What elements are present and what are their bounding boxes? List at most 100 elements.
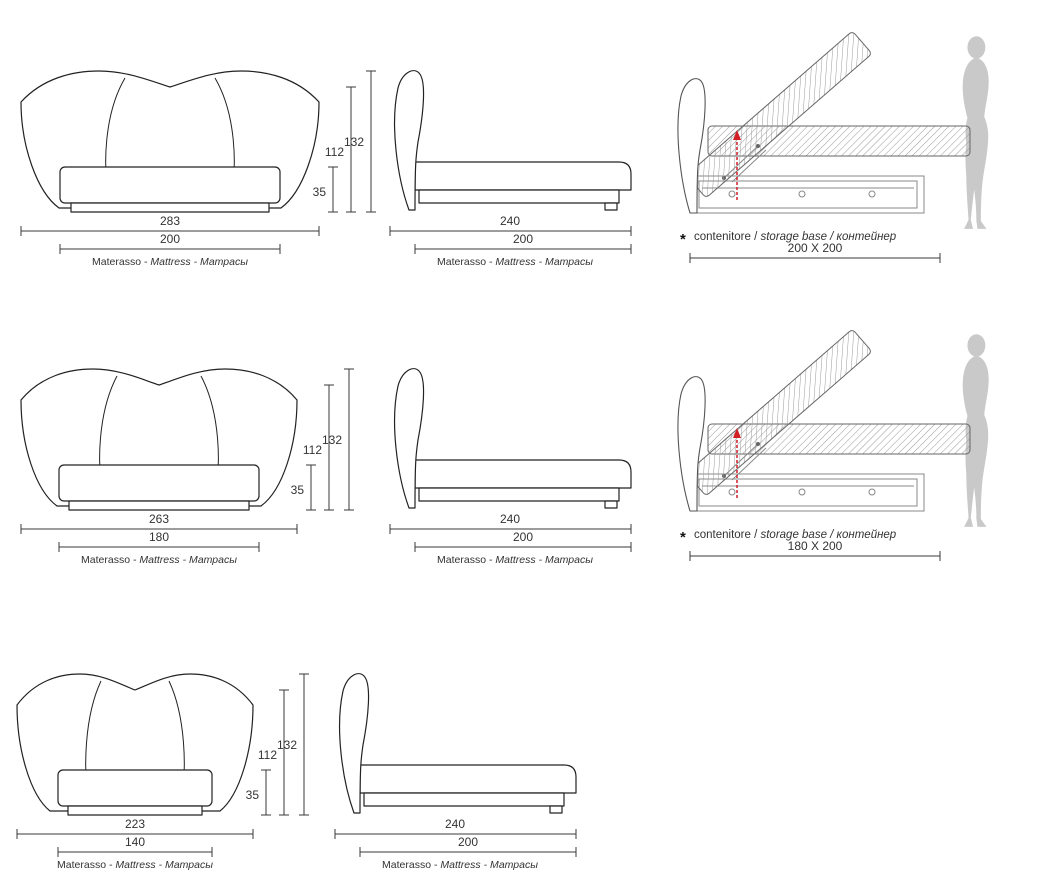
dim-line-mattress-width [57,847,213,857]
caption-italic: Mattress - Матрасы [150,256,248,268]
dim-height-base: 35 [313,185,327,199]
side-bed-drawing [394,70,632,211]
front-view-bed-263: 263 180 Materasso - Mattress - Матрасы 3… [20,368,354,566]
side-view-bed: 240 200 Materasso - Mattress - Матрасы [389,70,632,268]
dim-line-height-base [328,166,338,213]
mattress-caption: Materasso - Mattress - Матрасы [437,554,593,566]
dim-line-height-base [306,464,316,511]
dim-line-footprint [689,253,941,263]
side-bed-drawing [394,368,632,509]
dim-height-upper: 112 [303,443,322,457]
dim-line-outer-width [20,524,298,534]
front-bed-drawing [20,70,320,213]
dim-line-footprint [689,551,941,561]
storage-caption: contenitore / storage base / контейнер [694,529,897,541]
headboard-side-outline [394,368,425,509]
dim-height-upper: 112 [258,748,277,762]
dim-height-total: 132 [277,738,297,752]
caption-regular: Materasso - [57,859,115,871]
tilted-slat-panel [687,330,871,495]
mattress-tilted-open [687,330,871,495]
dim-line-outer-width [16,829,254,839]
dim-mattress-width: 200 [513,232,533,246]
caption-italic: Mattress - Матрасы [115,859,213,871]
silhouette-body [962,57,989,229]
frame-roller [728,190,736,198]
mattress-side [414,161,632,191]
dim-height-base: 35 [246,788,260,802]
bed-foot [549,805,563,814]
caption-italic: Mattress - Матрасы [440,859,538,871]
dim-line-height-total [366,70,376,213]
dim-height-upper: 112 [325,145,344,159]
dim-mattress-width: 180 [149,530,169,544]
storage-base-view: * contenitore / storage base / контейнер… [677,32,989,263]
frame-roller [868,488,876,496]
frame-roller [798,488,806,496]
mattress-tilted-open [687,32,871,197]
dim-outer-width: 223 [125,817,145,831]
lift-strut [731,149,767,183]
bed-base-side [363,792,565,807]
dim-line-height-base [261,769,271,816]
caption-regular: contenitore / [694,529,760,541]
caption-regular: Materasso - [437,554,495,566]
dim-line-mattress-width [58,542,260,552]
bed-base-side [418,487,620,502]
caption-regular: Materasso - [382,859,440,871]
dim-line-height-upper [346,86,356,213]
storage-footnote-star: * [680,231,686,248]
caption-regular: Materasso - [81,554,139,566]
dim-footprint: 200 X 200 [788,241,843,255]
bed-foot [604,202,618,211]
front-bed-drawing [20,368,298,511]
lift-arrow-head-icon [733,130,741,140]
mattress [59,166,281,204]
dim-line-outer-width [334,829,577,839]
dim-line-outer-width [389,524,632,534]
tilted-slat-panel [687,32,871,197]
frame-roller [728,488,736,496]
woman-silhouette [962,36,989,229]
caption-italic: Mattress - Матрасы [495,554,593,566]
mattress-caption: Materasso - Mattress - Матрасы [92,256,248,268]
caption-italic: Mattress - Матрасы [139,554,237,566]
dim-mattress-width: 140 [125,835,145,849]
woman-silhouette [962,334,989,527]
silhouette-body [962,355,989,527]
side-view-bed: 240 200 Materasso - Mattress - Матрасы [334,673,577,871]
storage-box-inner-rim [698,180,918,209]
caption-italic: Mattress - Матрасы [495,256,593,268]
mattress-caption: Materasso - Mattress - Матрасы [382,859,538,871]
dim-mattress-width: 200 [160,232,180,246]
dim-line-mattress-width [414,542,632,552]
mattress [57,769,213,807]
silhouette-head [967,36,986,59]
caption-regular: contenitore / [694,231,760,243]
mattress-caption: Materasso - Mattress - Матрасы [57,859,213,871]
bed-base-side [418,189,620,204]
dim-line-height-total [344,368,354,511]
dim-outer-width: 240 [500,512,520,526]
dim-outer-width: 240 [500,214,520,228]
dim-footprint: 180 X 200 [788,539,843,553]
storage-box-outer [691,175,925,214]
front-bed-drawing [16,673,254,816]
mattress-side [414,459,632,489]
headboard-side-outline [394,70,425,211]
dim-outer-width: 240 [445,817,465,831]
silhouette-head [967,334,986,357]
dim-outer-width: 283 [160,214,180,228]
caption-italic: storage base / контейнер [760,231,896,243]
storage-box-inner-rim [698,478,918,507]
frame-roller [798,190,806,198]
dim-height-total: 132 [344,135,364,149]
headboard-side-outline [339,673,370,814]
front-view-bed-223: 223 140 Materasso - Mattress - Матрасы 3… [16,673,309,871]
dim-line-height-upper [324,384,334,511]
lift-arrow-head-icon [733,428,741,438]
dim-line-height-total [299,673,309,816]
dim-outer-width: 263 [149,512,169,526]
storage-box-outer [691,473,925,512]
